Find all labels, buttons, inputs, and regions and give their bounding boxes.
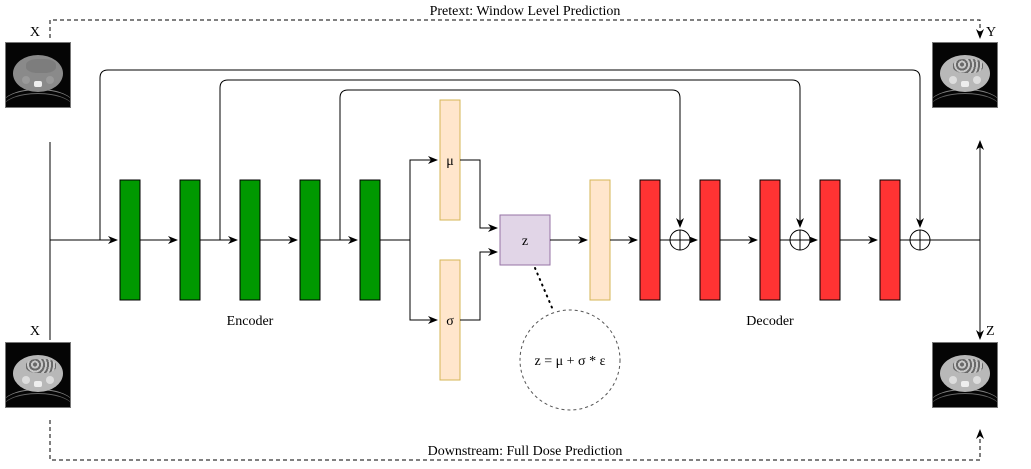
input-ct-image-low-dose — [5, 42, 71, 108]
downstream-title: Downstream: Full Dose Prediction — [428, 444, 623, 459]
decoder-block-5 — [879, 179, 901, 301]
decoder-block-4 — [819, 179, 841, 301]
mu-label: μ — [446, 154, 454, 169]
z-block — [499, 214, 551, 266]
output-bottom-label: Z — [986, 324, 995, 339]
decoder-blocks — [639, 179, 901, 301]
encoder-block-1 — [119, 179, 141, 301]
decoder-block-1 — [639, 179, 661, 301]
skip-connection-2 — [219, 79, 804, 240]
skip-connection-3 — [339, 89, 684, 240]
decoder-label: Decoder — [746, 314, 794, 329]
encoder-block-5 — [359, 179, 381, 301]
pretext-title: Pretext: Window Level Prediction — [430, 4, 621, 19]
pretext-dashed-path — [49, 19, 984, 39]
mu-branch-arrow — [409, 156, 438, 240]
encoder-block-3 — [239, 179, 261, 301]
z-label: z — [522, 234, 528, 249]
encoder-label: Encoder — [227, 314, 274, 329]
decoder-input-block — [589, 179, 611, 301]
sum-node-2 — [789, 229, 811, 251]
reparam-connector — [534, 267, 554, 311]
sum-node-1 — [669, 229, 691, 251]
encoder-block-4 — [299, 179, 321, 301]
mu-to-z-arrow — [460, 159, 498, 232]
reparam-bubble — [519, 309, 621, 411]
reparam-formula: z = μ + σ * ε — [535, 354, 606, 369]
decoder-block-2 — [699, 179, 721, 301]
sum-node-3 — [909, 229, 931, 251]
input-ct-image — [5, 342, 71, 408]
output-ct-image-y — [932, 42, 998, 108]
input-bottom-label: X — [30, 324, 40, 339]
input-top-label: X — [30, 25, 40, 40]
output-top-label: Y — [986, 25, 996, 40]
sigma-label: σ — [446, 314, 454, 329]
sigma-branch-arrow — [409, 240, 438, 324]
decoder-block-3 — [759, 179, 781, 301]
skip-connection-1 — [99, 69, 924, 240]
sigma-to-z-arrow — [460, 248, 498, 321]
downstream-dashed-path — [49, 420, 984, 461]
encoder-block-2 — [179, 179, 201, 301]
output-ct-image-z — [932, 342, 998, 408]
encoder-blocks — [119, 179, 381, 301]
